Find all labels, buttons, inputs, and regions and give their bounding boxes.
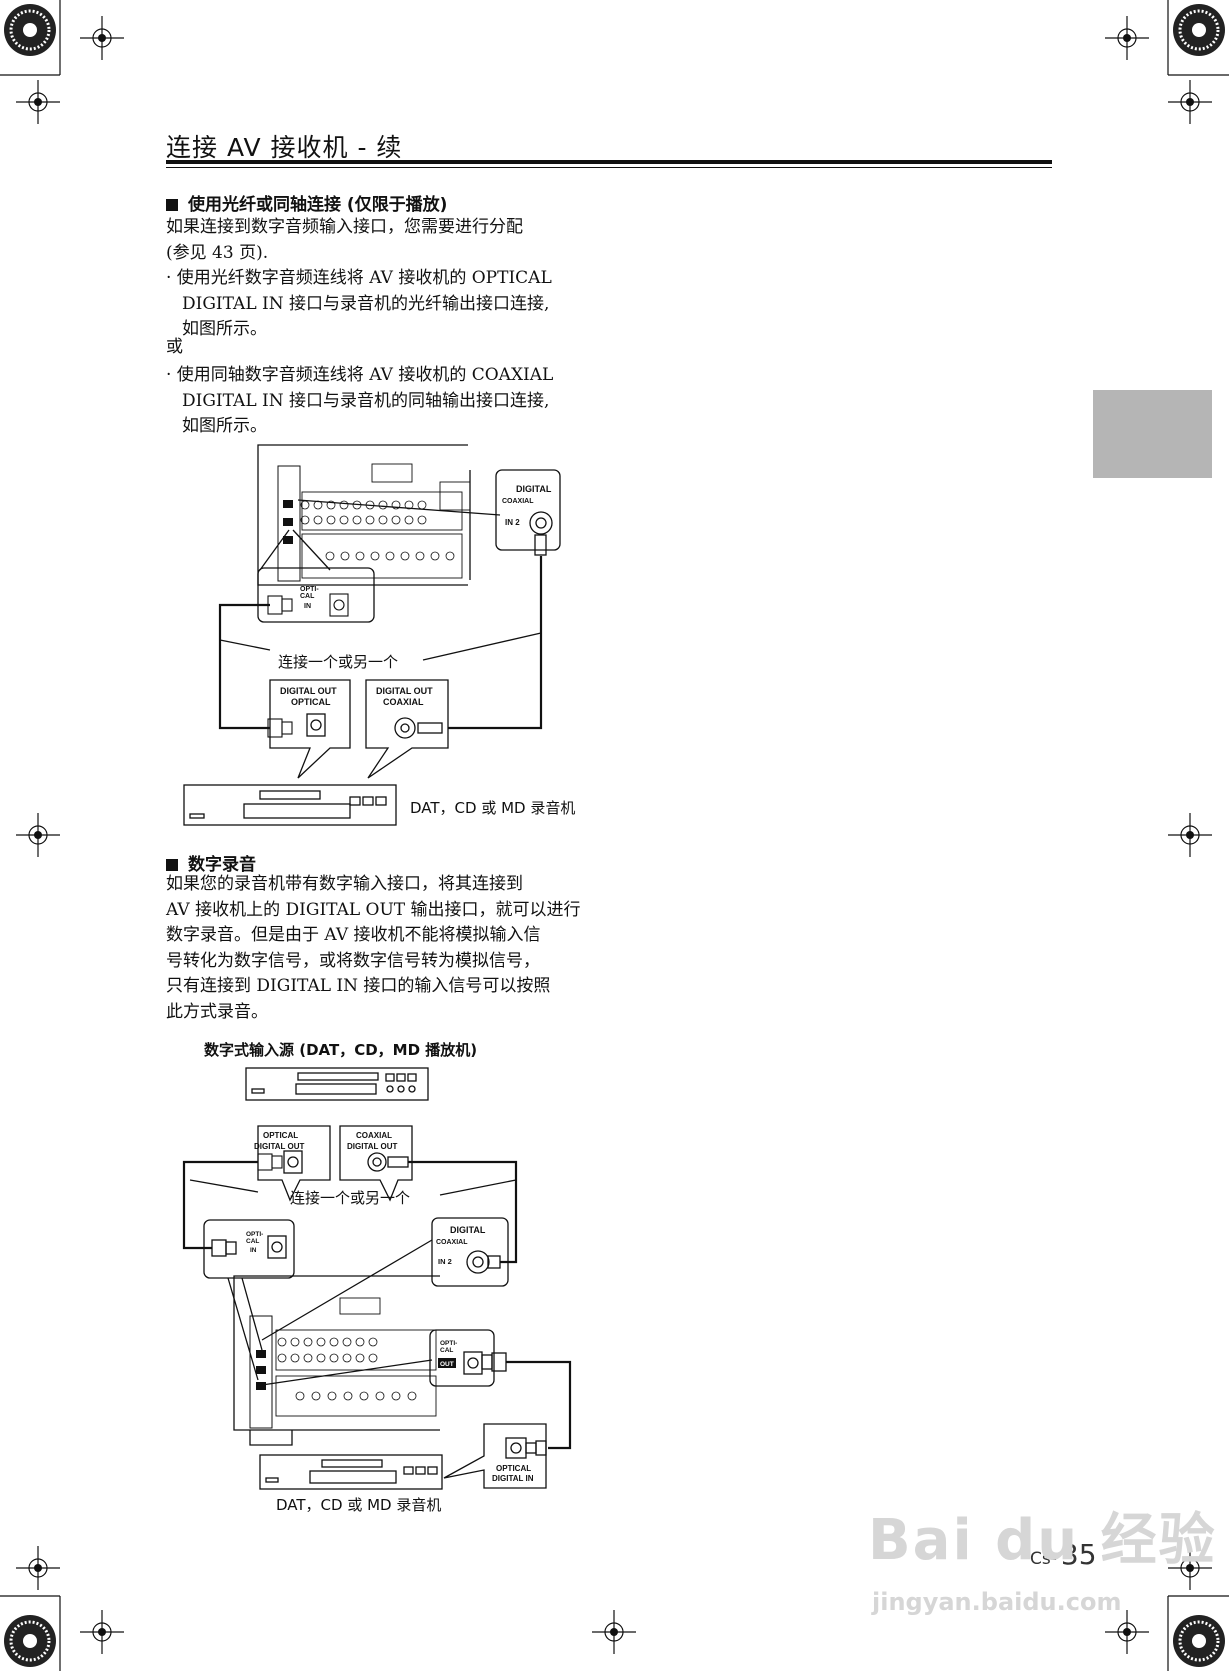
label-out-optical-1: DIGITAL OUT	[280, 686, 337, 696]
jack-row	[300, 500, 455, 561]
source-caption: 数字式输入源 (DAT，CD，MD 播放机)	[204, 1041, 478, 1059]
page-number: Cs-35	[1030, 1538, 1097, 1571]
section1-bullet1: · 使用光纤数字音频连线将 AV 接收机的 OPTICAL DIGITAL IN…	[166, 268, 552, 339]
label-opt-out-2: DIGITAL OUT	[254, 1142, 304, 1151]
label-out-cal: CAL	[440, 1347, 453, 1354]
connect-either-label-2: 连接一个或另一个	[290, 1190, 410, 1207]
label-coax-out-1: COAXIAL	[356, 1131, 392, 1140]
title-rule	[166, 160, 1052, 164]
label-digital: DIGITAL	[516, 484, 552, 494]
watermark-url: jingyan.baidu.com	[872, 1588, 1122, 1616]
section1-bullet2: · 使用同轴数字音频连线将 AV 接收机的 COAXIAL DIGITAL IN…	[166, 365, 554, 436]
sunburst-icon	[4, 4, 1225, 1667]
watermark-logo: Bai du 经验	[868, 1508, 1217, 1573]
label-opt-out-1: OPTICAL	[263, 1131, 298, 1140]
section1-intro: 如果连接到数字音频输入接口，您需要进行分配 (参见 43 页).	[166, 217, 523, 263]
label-in-2: IN	[250, 1247, 257, 1254]
label-coaxial-2: COAXIAL	[436, 1239, 468, 1246]
label-opt-in-1: OPTICAL	[496, 1464, 531, 1473]
connect-either-label: 连接一个或另一个	[278, 654, 398, 671]
section2-heading: 数字录音	[166, 850, 256, 875]
label-out-opti: OPTI-	[440, 1340, 457, 1347]
label-opti: OPTI-	[300, 586, 319, 593]
label-out-coaxial-2: COAXIAL	[383, 697, 424, 707]
section2-body: 如果您的录音机带有数字输入接口，将其连接到 AV 接收机上的 DIGITAL O…	[166, 874, 581, 1022]
label-out-optical-2: OPTICAL	[291, 697, 331, 707]
label-coaxial: COAXIAL	[502, 498, 534, 505]
title-rule-thin	[166, 167, 1052, 168]
label-opt-in-2: DIGITAL IN	[492, 1474, 534, 1483]
section-tab	[1093, 390, 1212, 478]
recorder-caption-1: DAT，CD 或 MD 录音机	[410, 799, 576, 817]
label-out: OUT	[440, 1361, 454, 1368]
page-title: 连接 AV 接收机 - 续	[166, 133, 403, 162]
label-out-coaxial-1: DIGITAL OUT	[376, 686, 433, 696]
recorder-caption-2: DAT，CD 或 MD 录音机	[276, 1496, 442, 1514]
label-in: IN	[304, 603, 311, 610]
label-cal: CAL	[300, 593, 315, 600]
label-in2-2: IN 2	[438, 1257, 452, 1266]
label-cal-2: CAL	[246, 1238, 259, 1245]
section1-heading: 使用光纤或同轴连接 (仅限于播放)	[166, 190, 447, 215]
label-coax-out-2: DIGITAL OUT	[347, 1142, 397, 1151]
section1-or: 或	[166, 337, 183, 357]
label-digital-2: DIGITAL	[450, 1225, 486, 1235]
label-opti-2: OPTI-	[246, 1231, 263, 1238]
label-in2: IN 2	[505, 518, 520, 527]
